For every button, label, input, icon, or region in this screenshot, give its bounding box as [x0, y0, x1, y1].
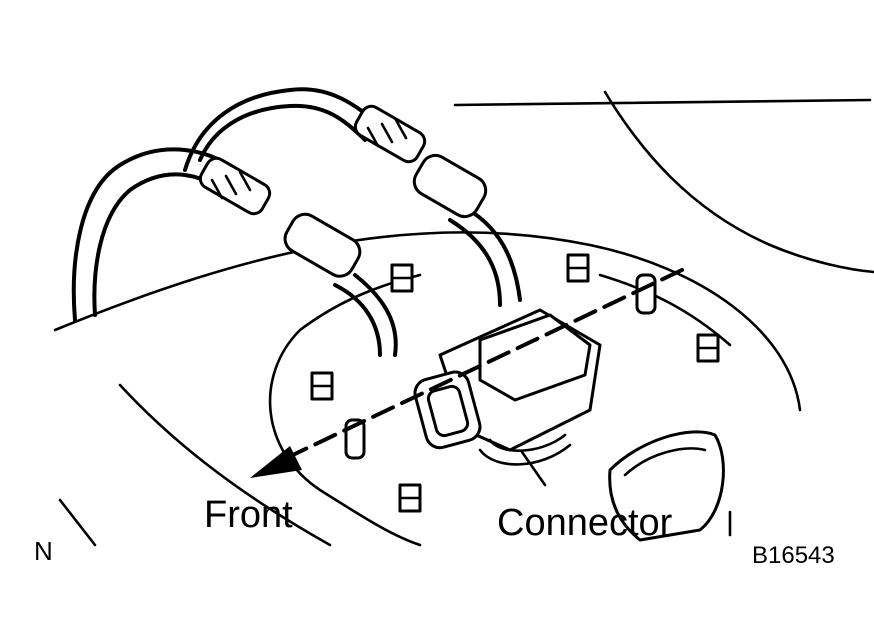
orientation-label: N: [34, 536, 53, 566]
sender-housing: [608, 430, 725, 542]
bolt: [566, 253, 590, 283]
bolt: [310, 371, 334, 401]
figure-code-label: B16543: [752, 542, 835, 569]
fuel-tank-outline: [53, 90, 874, 547]
hose-couplings: [198, 104, 488, 278]
bolt: [696, 333, 720, 363]
flange-bolts: [310, 253, 720, 513]
bolt: [390, 263, 414, 293]
front-direction-arrow: [250, 268, 684, 478]
fuel-lines: [71, 87, 522, 357]
connector-label: Connector: [497, 502, 673, 544]
electrical-connector: [413, 308, 602, 487]
bolt: [398, 483, 422, 513]
front-label: Front: [204, 494, 293, 536]
